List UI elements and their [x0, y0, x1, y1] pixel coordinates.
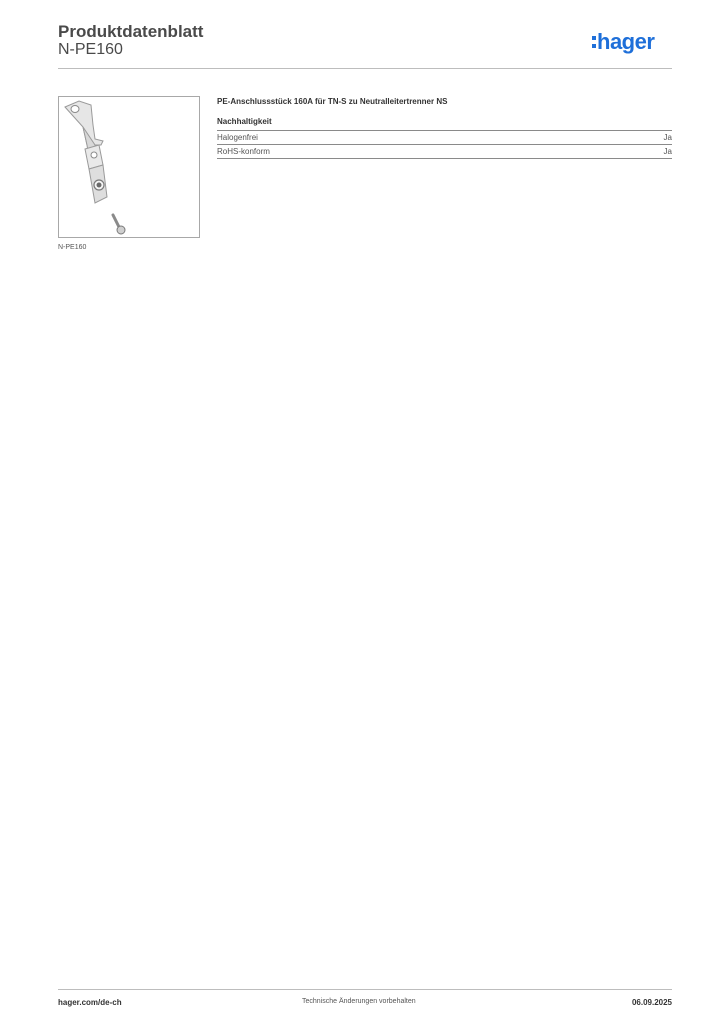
product-image: [64, 100, 126, 235]
product-name: PE-Anschlussstück 160A für TN-S zu Neutr…: [217, 97, 448, 106]
section-title-sustainability: Nachhaltigkeit: [217, 116, 672, 131]
document-title: Produktdatenblatt: [58, 22, 204, 41]
product-image-caption: N-PE160: [58, 244, 87, 251]
svg-text:hager: hager: [597, 29, 655, 54]
footer-website-link[interactable]: hager.com/de-ch: [58, 998, 122, 1007]
spec-row: Halogenfrei Ja: [217, 131, 672, 145]
spec-value: Ja: [663, 147, 672, 156]
hager-logo: hager: [592, 29, 656, 54]
spec-row: RoHS-konform Ja: [217, 145, 672, 159]
product-code: N-PE160: [58, 41, 123, 58]
footer-date: 06.09.2025: [631, 998, 672, 1007]
spec-label: RoHS-konform: [217, 147, 270, 156]
footer-notice: Technische Änderungen vorbehalten: [302, 998, 416, 1005]
product-details: PE-Anschlussstück 160A für TN-S zu Neutr…: [217, 96, 672, 159]
page-header: Produktdatenblatt N-PE160 hager: [58, 20, 672, 68]
product-image-frame: [58, 96, 200, 238]
header-divider: [58, 68, 672, 69]
footer-divider: [58, 989, 672, 990]
spec-value: Ja: [663, 133, 672, 142]
spec-label: Halogenfrei: [217, 133, 258, 142]
